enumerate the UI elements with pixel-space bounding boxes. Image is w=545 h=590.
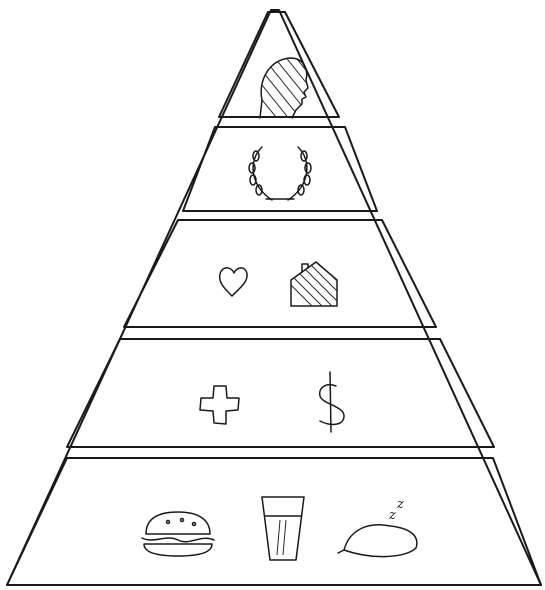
laurel-wreath-icon: [249, 147, 311, 200]
pyramid-level-1: [219, 12, 339, 122]
level-3-band: [124, 220, 436, 327]
pyramid-outline: [7, 10, 541, 585]
heart-icon: [220, 268, 247, 296]
house-icon: [290, 260, 340, 306]
level-4-band: [67, 339, 494, 447]
pyramid-level-3: [124, 220, 436, 327]
burger-icon: [142, 512, 214, 556]
pyramid-level-4: [67, 339, 494, 447]
pyramid-level-5: z z: [7, 458, 541, 585]
level-5-band: [7, 458, 541, 585]
pyramid-triangle: [7, 10, 541, 585]
medical-cross-icon: [200, 386, 239, 424]
water-glass-icon: [262, 497, 304, 560]
dollar-sign-icon: [320, 372, 344, 432]
sleep-mark: z: [388, 508, 396, 523]
sleep-mark-2: z: [396, 497, 404, 512]
pillow-icon: z z: [338, 497, 417, 557]
